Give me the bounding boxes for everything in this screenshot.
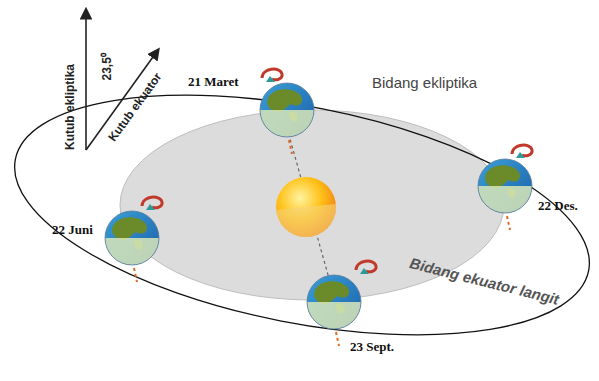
pole-label: Kutub ekliptika <box>63 64 77 150</box>
plane-label: Bidang ekuator langit <box>408 254 561 308</box>
date-label: 22 Juni <box>52 222 93 238</box>
date-label: 21 Maret <box>188 74 239 90</box>
angle-label: 23,5⁰ <box>98 53 115 80</box>
plane-label: Bidang ekliptika <box>372 74 477 91</box>
date-label: 22 Des. <box>538 198 578 214</box>
date-label: 23 Sept. <box>350 339 394 355</box>
